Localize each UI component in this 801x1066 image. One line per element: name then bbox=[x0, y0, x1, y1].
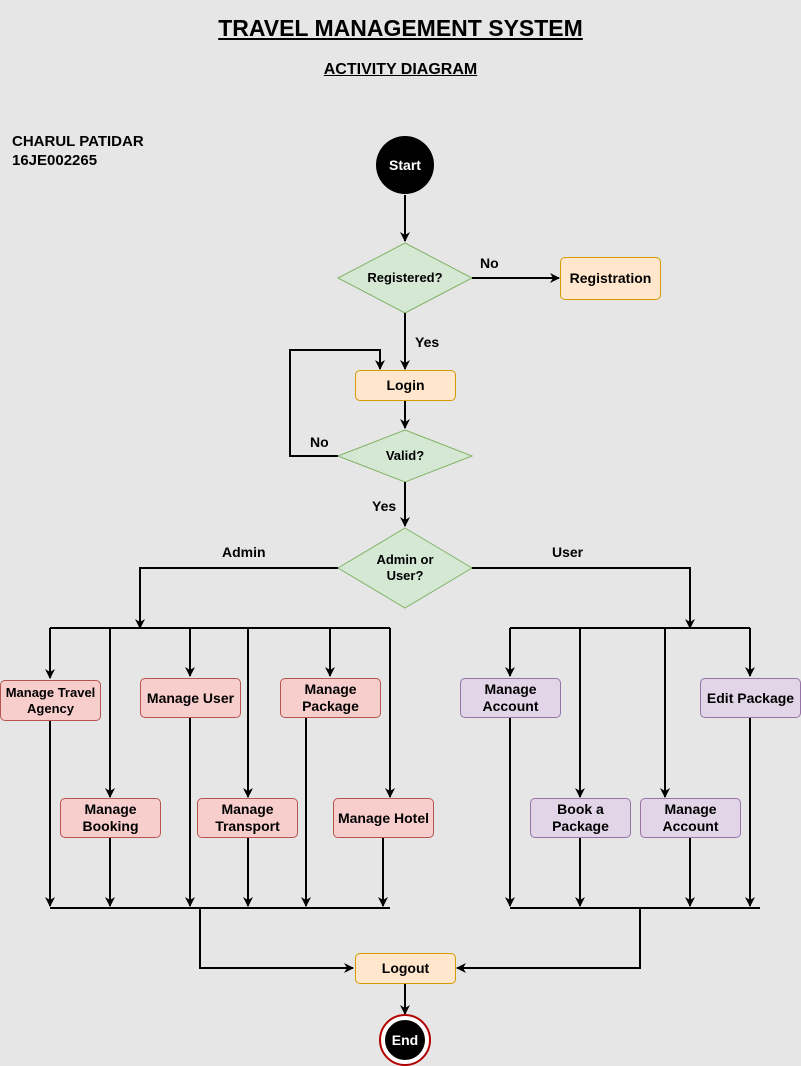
admin-or-user-label: Admin or User? bbox=[376, 552, 434, 583]
manage-user-box: Manage User bbox=[140, 678, 241, 718]
manage-hotel-box: Manage Hotel bbox=[333, 798, 434, 838]
edge-user-logout bbox=[456, 908, 641, 973]
logout-box: Logout bbox=[355, 953, 456, 984]
manage-account-box-1: Manage Account bbox=[460, 678, 561, 718]
edge-admin-logout bbox=[199, 908, 354, 973]
user-branch-label: User bbox=[552, 544, 584, 560]
valid-no-label: No bbox=[310, 434, 329, 450]
manage-travel-agency-box: Manage Travel Agency bbox=[0, 680, 101, 721]
admin-or-user-decision bbox=[337, 527, 473, 609]
valid-label: Valid? bbox=[385, 448, 425, 463]
edge-valid-no bbox=[289, 349, 385, 457]
author-name: CHARUL PATIDAR bbox=[12, 133, 144, 150]
registration-box: Registration bbox=[560, 257, 661, 300]
start-node: Start bbox=[376, 136, 434, 194]
valid-yes-label: Yes bbox=[372, 498, 397, 514]
end-node: End bbox=[385, 1020, 425, 1060]
diagram-subtitle: ACTIVITY DIAGRAM bbox=[323, 61, 478, 78]
edge-user bbox=[472, 567, 695, 629]
registered-yes-label: Yes bbox=[415, 334, 440, 350]
diagram-title: TRAVEL MANAGEMENT SYSTEM bbox=[218, 15, 583, 41]
edit-package-box: Edit Package bbox=[700, 678, 801, 718]
manage-transport-box: Manage Transport bbox=[197, 798, 298, 838]
manage-account-box-2: Manage Account bbox=[640, 798, 741, 838]
admin-branch-label: Admin bbox=[222, 544, 266, 560]
book-a-package-box: Book a Package bbox=[530, 798, 631, 838]
manage-booking-box: Manage Booking bbox=[60, 798, 161, 838]
registered-no-label: No bbox=[480, 255, 499, 271]
edge-admin bbox=[135, 567, 338, 629]
login-box: Login bbox=[355, 370, 456, 401]
author-id: 16JE002265 bbox=[12, 152, 98, 169]
manage-package-box: Manage Package bbox=[280, 678, 381, 718]
author-block: CHARUL PATIDAR 16JE002265 bbox=[12, 132, 144, 170]
registered-label: Registered? bbox=[367, 270, 443, 285]
